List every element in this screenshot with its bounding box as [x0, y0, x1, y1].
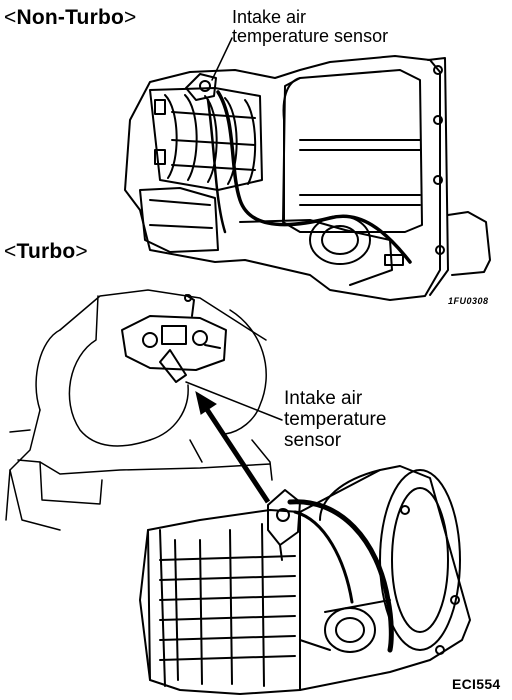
- non-turbo-label: Non-Turbo: [16, 6, 125, 29]
- title-bracket-open: <: [4, 6, 17, 29]
- turbo-section-title: <Turbo>: [4, 240, 88, 264]
- turbo-head-outline: [5, 289, 273, 531]
- title-bracket-close: >: [75, 240, 88, 263]
- figure-code-bottom: ECI554: [452, 676, 501, 692]
- turbo-sensor-assembly: [121, 294, 227, 383]
- callout-line: sensor: [284, 430, 342, 451]
- non-turbo-sensor-callout: Intake air temperature sensor: [232, 8, 388, 46]
- top-leader-line: [211, 37, 233, 81]
- bottom-leader-line: [185, 381, 283, 421]
- callout-line: temperature: [284, 409, 387, 430]
- location-arrow: [195, 390, 271, 504]
- callout-line: temperature sensor: [232, 26, 389, 46]
- title-bracket-open: <: [4, 240, 17, 263]
- turbo-harness: [287, 499, 394, 653]
- non-turbo-section-title: <Non-Turbo>: [4, 6, 136, 30]
- turbo-harness-secondary: [293, 510, 354, 604]
- turbo-throttle-body: [139, 465, 471, 695]
- callout-line: Intake air: [284, 388, 363, 409]
- turbo-sensor-callout: Intake air temperature sensor: [284, 388, 386, 451]
- title-bracket-close: >: [124, 6, 137, 29]
- figure-code-top: 1FU0308: [448, 296, 489, 306]
- callout-line: Intake air: [232, 7, 307, 27]
- turbo-label: Turbo: [16, 240, 76, 263]
- non-turbo-intake-assembly: [124, 55, 491, 301]
